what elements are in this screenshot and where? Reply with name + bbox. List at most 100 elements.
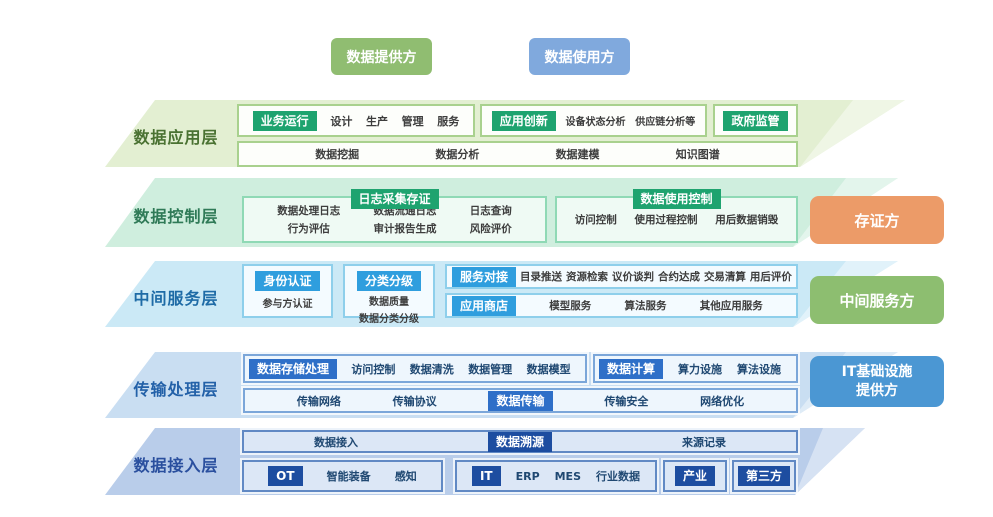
ot-source-box: OT 智能装备 感知: [240, 458, 445, 494]
log-collection-title-badge: 日志采集存证: [350, 189, 439, 209]
data-provenance-badge: 数据溯源: [487, 431, 552, 452]
log-item: 风险评价: [469, 223, 512, 235]
it-badge: IT: [471, 466, 501, 486]
it-item: MES: [554, 469, 581, 483]
log-item: 行为评估: [287, 223, 330, 235]
classification-item: 数据质量: [369, 297, 409, 308]
service-item: 议价谈判: [611, 271, 654, 283]
third-party-source-box: 第三方: [730, 458, 798, 494]
data-storage-processing-badge: 数据存储处理: [249, 358, 338, 379]
industry-badge: 产业: [674, 466, 715, 486]
data-consumer-button: 数据使用方: [529, 38, 630, 75]
ot-item: 感知: [394, 470, 417, 483]
government-supervision-badge: 政府监管: [723, 110, 788, 131]
service-docking-badge: 服务对接: [452, 266, 517, 287]
transmission-item: 传输安全: [604, 394, 649, 408]
log-item: 审计报告生成: [373, 223, 437, 235]
data-usage-control-box: 数据使用控制 访问控制 使用过程控制 用后数据销毁: [555, 189, 798, 243]
data-transmission-badge: 数据传输: [488, 390, 553, 411]
data-computing-badge: 数据计算: [599, 358, 664, 379]
log-column: 日志查询 风险评价: [470, 203, 512, 236]
identity-authentication-badge: 身份认证: [255, 271, 320, 291]
transmission-item: 传输网络: [296, 394, 341, 408]
innovation-item: 供应链分析等: [635, 117, 696, 128]
it-infrastructure-provider-card: IT基础设施 提供方: [810, 356, 944, 407]
it-item: ERP: [515, 469, 540, 483]
log-item: 数据处理日志: [277, 205, 341, 217]
data-provenance-cell: 数据溯源: [428, 431, 612, 452]
access-item: 来源记录: [682, 435, 726, 449]
data-capability-row: 数据挖掘 数据分析 数据建模 知识图谱: [237, 141, 798, 167]
service-item: 目录推送: [520, 271, 562, 283]
data-computing-box: 数据计算 算力设施 算法设施: [591, 352, 800, 385]
app-store-item: 其他应用服务: [699, 300, 763, 312]
innovation-item: 设备状态分析: [565, 117, 626, 128]
application-innovation-badge: 应用创新: [491, 110, 556, 131]
layer-label-control: 数据控制层: [133, 207, 219, 226]
service-item: 资源检索: [565, 271, 608, 283]
classification-item: 数据分类分级: [359, 314, 419, 325]
business-operation-badge: 业务运行: [252, 110, 317, 131]
service-docking-box: 服务对接 目录推送 资源检索 议价谈判 合约达成 交易清算 用后评价: [445, 264, 798, 289]
log-item: 日志查询: [469, 205, 512, 217]
it-item: 行业数据: [595, 470, 640, 483]
it-infrastructure-line1: IT基础设施: [841, 363, 913, 380]
service-item: 用后评价: [749, 271, 792, 283]
it-source-box: IT ERP MES 行业数据: [453, 458, 659, 494]
business-operation-box: 业务运行 设计 生产 管理 服务: [237, 104, 475, 137]
source-record-cell: 来源记录: [612, 434, 796, 450]
identity-authentication-box: 身份认证 参与方认证: [242, 264, 333, 318]
service-item: 交易清算: [703, 271, 746, 283]
access-item: 数据接入: [314, 435, 358, 449]
intermediary-party-card: 中间服务方: [810, 276, 944, 324]
data-access-row: 数据接入 数据溯源 来源记录: [240, 428, 800, 455]
capability-item: 数据挖掘: [315, 148, 360, 161]
data-access-cell: 数据接入: [244, 434, 428, 450]
classification-grading-badge: 分类分级: [356, 271, 421, 291]
business-item: 管理: [401, 114, 424, 128]
evidence-party-label: 存证方: [854, 211, 900, 230]
compute-item: 算法设施: [736, 362, 781, 376]
business-item: 生产: [365, 114, 388, 128]
usage-item: 使用过程控制: [634, 214, 698, 226]
compute-item: 算力设施: [678, 362, 722, 376]
storage-item: 数据管理: [468, 362, 513, 376]
app-store-box: 应用商店 模型服务 算法服务 其他应用服务: [445, 293, 798, 318]
capability-item: 数据建模: [555, 148, 600, 161]
business-item: 服务: [437, 114, 460, 128]
app-store-item: 模型服务: [549, 300, 592, 312]
it-infrastructure-line2: 提供方: [856, 382, 898, 399]
layer-label-access: 数据接入层: [133, 456, 219, 475]
identity-item: 参与方认证: [262, 299, 313, 310]
log-collection-box: 日志采集存证 数据处理日志 行为评估 数据流通日志 审计报告生成 日志查询 风险…: [242, 189, 547, 243]
government-supervision-box: 政府监管: [713, 104, 798, 137]
application-innovation-box: 应用创新 设备状态分析 供应链分析等: [480, 104, 707, 137]
usage-item: 访问控制: [574, 214, 617, 226]
data-provider-button: 数据提供方: [331, 38, 432, 75]
transmission-item: 网络优化: [700, 394, 745, 408]
layer-label-middle-service: 中间服务层: [133, 289, 219, 308]
usage-item: 用后数据销毁: [715, 214, 779, 226]
ot-item: 智能装备: [326, 470, 371, 483]
industry-source-box: 产业: [661, 458, 729, 494]
capability-item: 知识图谱: [675, 148, 720, 161]
app-store-item: 算法服务: [624, 300, 667, 312]
app-store-badge: 应用商店: [452, 295, 517, 316]
transmission-item: 传输协议: [392, 394, 437, 408]
evidence-party-card: 存证方: [810, 196, 944, 244]
data-transmission-box: 传输网络 传输协议 数据传输 传输安全 网络优化: [241, 386, 800, 415]
capability-item: 数据分析: [435, 148, 480, 161]
service-item: 合约达成: [657, 271, 700, 283]
storage-item: 数据模型: [526, 362, 571, 376]
business-item: 设计: [330, 114, 353, 128]
log-column: 数据处理日志 行为评估: [277, 203, 340, 236]
layer-label-transmission: 传输处理层: [133, 380, 219, 399]
intermediary-party-label: 中间服务方: [839, 291, 915, 310]
data-usage-control-title-badge: 数据使用控制: [632, 189, 721, 209]
storage-item: 访问控制: [351, 362, 396, 376]
ot-badge: OT: [268, 466, 303, 486]
storage-item: 数据清洗: [409, 362, 454, 376]
third-party-badge: 第三方: [737, 466, 790, 486]
data-storage-processing-box: 数据存储处理 访问控制 数据清洗 数据管理 数据模型: [241, 352, 589, 385]
